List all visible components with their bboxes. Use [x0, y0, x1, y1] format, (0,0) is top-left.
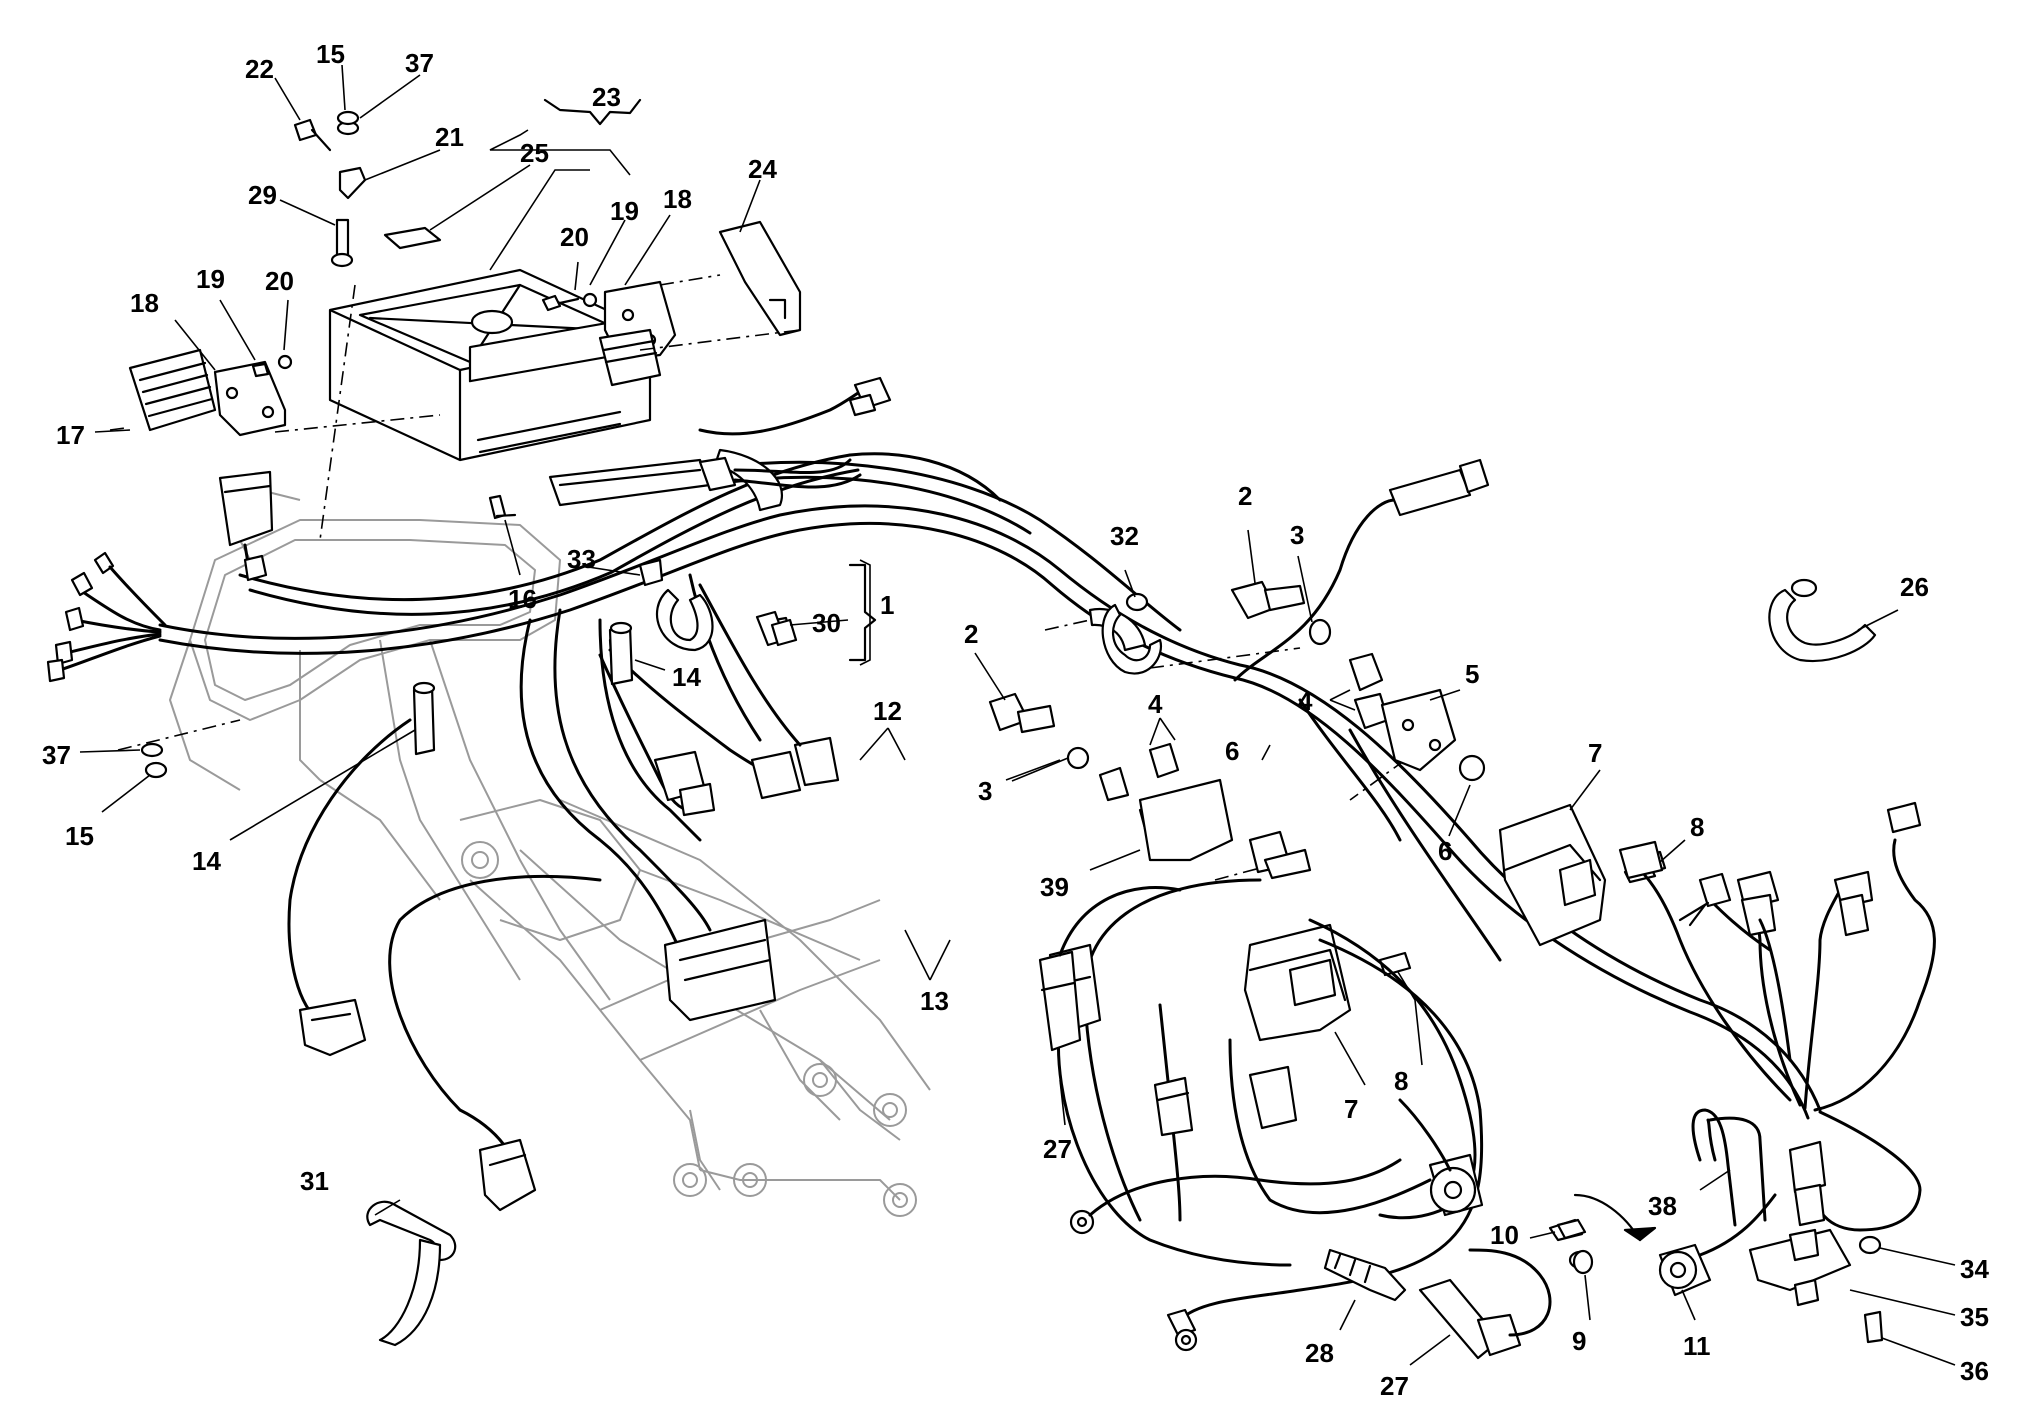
sensor-stud-14: [412, 621, 634, 756]
left-bracket: [213, 360, 287, 437]
clamp-26: [1768, 578, 1877, 663]
callout-8b: 8: [1394, 1066, 1408, 1096]
harness-connector-top-left: [218, 470, 274, 582]
leader-lines: [79, 64, 1956, 1366]
ecu-chip: [383, 226, 442, 250]
mount-hardware-right: [988, 580, 1486, 880]
callout-12: 12: [873, 696, 902, 726]
assembly-lines: [109, 274, 1406, 881]
callout-24: 24: [748, 154, 777, 184]
callout-19a: 19: [610, 196, 639, 226]
callout-4a: 4: [1148, 689, 1163, 719]
callout-28: 28: [1305, 1338, 1334, 1368]
callout-30: 30: [812, 608, 841, 638]
callout-20b: 20: [265, 266, 294, 296]
callout-7b: 7: [1344, 1094, 1358, 1124]
callout-6a: 6: [1225, 736, 1239, 766]
callout-27b: 27: [1380, 1371, 1409, 1401]
callout-14b: 14: [192, 846, 221, 876]
callout-3a: 3: [978, 776, 992, 806]
callout-8a: 8: [1690, 812, 1704, 842]
callout-2a: 2: [964, 619, 978, 649]
ecu-connector-cable: [548, 456, 862, 507]
connector-top-right-ecu: [698, 376, 892, 436]
callout-22a: 22: [245, 54, 274, 84]
callout-7a: 7: [1588, 738, 1602, 768]
callout-26: 26: [1900, 572, 1929, 602]
callout-10: 10: [1490, 1220, 1519, 1250]
callout-17: 17: [56, 420, 85, 450]
callout-27a: 27: [1043, 1134, 1072, 1164]
callout-25: 25: [520, 138, 549, 168]
callout-39: 39: [1040, 872, 1069, 902]
callout-14a: 14: [672, 662, 701, 692]
screw-washer-9-10: [1556, 1218, 1594, 1275]
sensor-bracket-35: [1748, 1140, 1884, 1344]
callout-34: 34: [1960, 1254, 1989, 1284]
callout-19b: 19: [196, 264, 225, 294]
direction-arrow: [1573, 1193, 1657, 1242]
callout-11: 11: [1683, 1331, 1711, 1361]
branch-cables-right: [1048, 458, 1502, 1352]
left-damper: [128, 348, 217, 432]
callout-4b: 4: [1298, 686, 1313, 716]
motorcycle-frame-ghost: [169, 489, 931, 1217]
branch-cables-12: [598, 573, 840, 817]
callout-1: 1: [880, 590, 894, 620]
callout-18b: 18: [130, 288, 159, 318]
callout-37a: 37: [405, 48, 434, 78]
ring-terminal: [1069, 1158, 1402, 1235]
ignition-module-center: [1243, 923, 1412, 1042]
mounting-plate: [718, 220, 802, 337]
callout-5: 5: [1465, 659, 1479, 689]
callout-38: 38: [1648, 1191, 1677, 1221]
clamp-31: [366, 1200, 457, 1347]
branch-cables-far-right: [1618, 801, 1936, 1232]
callout-33: 33: [567, 544, 596, 574]
branch-cables-left: [287, 608, 777, 1212]
plug-cap-27-left: [1038, 886, 1182, 1052]
connector-30: [755, 610, 798, 647]
callout-6b: 6: [1438, 836, 1452, 866]
ecu-control-unit: [328, 268, 652, 462]
sensor-11: [1658, 1193, 1777, 1297]
hose-38: [1691, 1108, 1767, 1227]
callout-2b: 2: [1238, 481, 1252, 511]
fasteners: [140, 110, 1657, 1270]
left-wire-terminals: [46, 551, 167, 683]
callout-16: 16: [508, 584, 537, 614]
callout-15b: 15: [65, 821, 94, 851]
callout-9: 9: [1572, 1326, 1586, 1356]
right-bracket: [598, 280, 677, 387]
callout-36: 36: [1960, 1356, 1989, 1386]
clamp-32: [1101, 592, 1163, 675]
callout-13: 13: [920, 986, 949, 1016]
group-braces: [543, 98, 877, 662]
callout-32: 32: [1110, 521, 1139, 551]
clamp-33: [638, 558, 714, 652]
callout-3b: 3: [1290, 520, 1304, 550]
plug-cap-27-bottom: [1418, 1248, 1552, 1360]
bracket-39: [1138, 778, 1234, 862]
callout-23: 23: [592, 82, 621, 112]
callout-37b: 37: [42, 740, 71, 770]
sensor-28: [1323, 1248, 1407, 1302]
callout-21: 21: [435, 122, 464, 152]
callout-18a: 18: [663, 184, 692, 214]
callout-15a: 15: [316, 39, 345, 69]
callout-labels: 22 15 37 21 23 25 29 24 18 19 20 19 20 1…: [42, 39, 1989, 1401]
callout-20a: 20: [560, 222, 589, 252]
callout-31: 31: [300, 1166, 329, 1196]
callout-29: 29: [248, 180, 277, 210]
callout-35: 35: [1960, 1302, 1989, 1332]
